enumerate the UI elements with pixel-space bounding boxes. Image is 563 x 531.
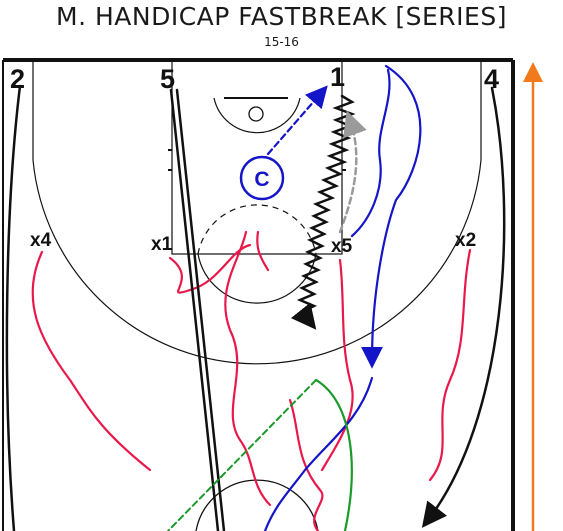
offense-player-5: 5 (160, 64, 175, 94)
mid-cut (288, 398, 324, 531)
defense-player-x4: x4 (30, 230, 52, 251)
x1-cut-a (168, 243, 252, 294)
wing-cut-1 (361, 64, 422, 369)
offense-cuts (5, 84, 506, 531)
defense-labels: x4 x1 x5 x2 (30, 230, 476, 257)
coach-marker: C (239, 155, 285, 201)
offense-labels: 2 5 1 4 (10, 62, 499, 94)
defense-cuts (31, 230, 472, 531)
wing-cut-2 (350, 68, 391, 238)
player-5-cut-b (175, 88, 226, 531)
player-5-cut-a (169, 88, 220, 531)
ghost-pass (338, 110, 367, 234)
offense-player-1: 1 (330, 62, 345, 92)
diagram-title: M. HANDICAP FASTBREAK [SERIES] (56, 2, 507, 31)
defense-player-x5: x5 (331, 236, 353, 257)
coach-label: C (254, 168, 269, 191)
defense-player-x1: x1 (151, 234, 173, 255)
player-1-dribble (290, 94, 356, 330)
x4-cut (31, 250, 152, 472)
defense-player-x2: x2 (455, 230, 476, 251)
x1-cut-b (224, 230, 272, 507)
player-2-cut (5, 84, 22, 531)
x2-cut (428, 248, 472, 482)
outlet-cut (314, 378, 353, 531)
wing-cuts (263, 64, 422, 531)
wing-cut-3 (263, 376, 374, 531)
diagram-subtitle: 15-16 (264, 35, 299, 49)
court-lines (2, 58, 515, 531)
x1-cut-c (256, 230, 270, 272)
outlet-pass (167, 379, 317, 531)
passes (167, 85, 367, 531)
offense-player-4: 4 (484, 64, 499, 94)
x5-cut (320, 258, 354, 472)
player-4-cut (421, 86, 506, 528)
offense-player-2: 2 (10, 64, 25, 94)
coach-pass (266, 85, 328, 156)
